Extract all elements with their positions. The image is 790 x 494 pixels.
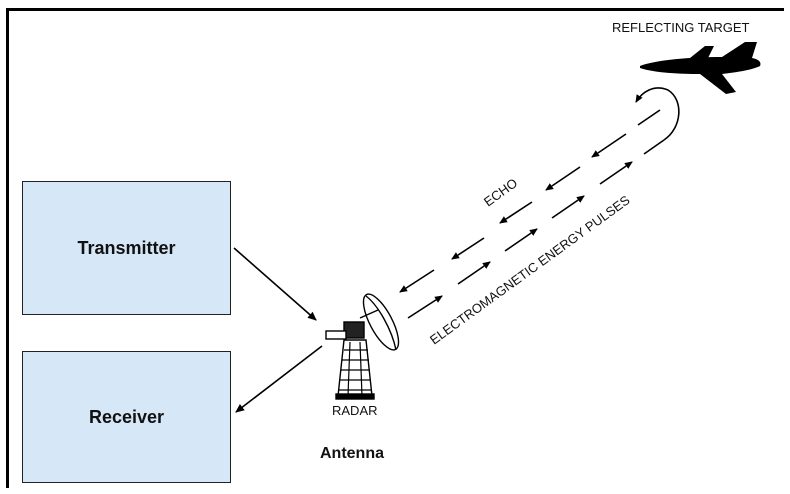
transmitter-box: Transmitter [22,181,231,315]
background-panel [9,11,316,181]
echo-label: ECHO [481,175,520,209]
transmitter-label: Transmitter [77,237,176,258]
radar-label: RADAR [332,403,378,418]
receiver-box: Receiver [22,351,231,483]
frame-border [6,8,784,488]
airplane-icon [640,42,761,94]
receiver-label: Receiver [88,406,165,427]
pulse-arrows [407,87,680,319]
transmitter-to-antenna-arrow [233,247,317,321]
antenna-to-receiver-arrow [235,345,323,413]
target-label: REFLECTING TARGET [612,20,750,35]
echo-arrows [399,109,661,293]
antenna-label: Antenna [320,445,384,462]
radar-dish-icon [325,293,400,400]
pulses-label: ELECTROMAGNETIC ENERGY PULSES [427,192,633,347]
background-panel-lower [550,426,790,494]
